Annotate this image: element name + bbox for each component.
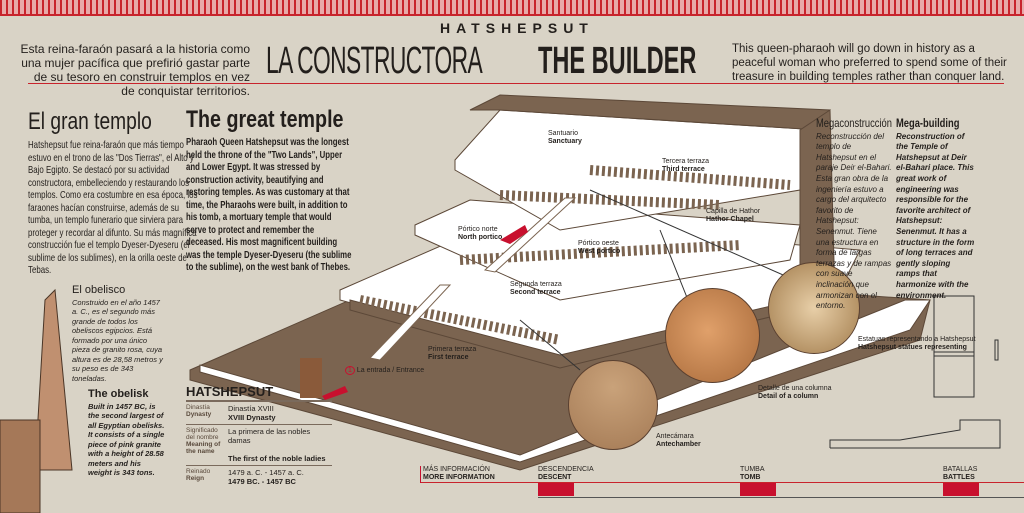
label-es: Primera terraza [428,346,477,353]
title-en: THE BUILDER [538,40,697,82]
label-es: Antecámara [656,433,694,440]
intro-en: This queen-pharaoh will go down in histo… [732,43,1007,83]
label-en: First terrace [428,354,469,361]
obelisk-es: El obelisco Construido en el año 1457 a.… [72,284,164,383]
title-es: LA CONSTRUCTORA [266,40,483,82]
footer-subline [538,497,1024,498]
label-en: North portico [458,234,503,241]
obelisk-body-es: Construido en el año 1457 a. C., es el s… [72,297,163,383]
label-en: MORE INFORMATION [423,474,495,481]
footer-marker [420,466,421,483]
label-en: DESCENT [538,474,572,481]
label-en: Detail of a column [758,393,819,400]
label-en: BATTLES [943,474,975,481]
label-es: Detalle de una columna [758,385,832,392]
label-en: Second terrace [510,289,561,296]
label-es: Pórtico norte [458,226,498,233]
factbox-title: HATSHEPSUT [186,384,332,402]
label-en: Hathor Chapel [706,216,754,223]
label-en: Hatshepsut statues representing [858,344,967,351]
key-en: Meaning of the name [186,441,221,455]
obelisk-body-en: Built in 1457 BC, is the second largest … [88,401,165,478]
value-es: Dinastía XVIII [228,404,274,413]
photo-statues-circle [768,262,860,354]
tomb-button[interactable] [740,483,776,496]
temple-title-en: The great temple [186,106,344,133]
obelisk-title-es: El obelisco [72,284,126,296]
decorative-border [0,0,1024,16]
value-en: The first of the noble ladies [228,454,326,463]
label-es: Estatuas representando a Hatshepsut [858,336,976,343]
mega-en: Mega-building Reconstruction of the Temp… [896,116,976,301]
label-es: Capilla de Hathor [706,208,761,215]
value-en: 1479 BC. - 1457 BC [228,477,296,486]
key-en: Dynasty [186,411,212,418]
mega-body-en: Reconstruction of the Temple of Hatsheps… [896,131,975,300]
label-es: MÁS INFORMACIÓN [423,466,490,473]
descent-button[interactable] [538,483,574,496]
label-en: Third terrace [662,166,705,173]
key-en: Reign [186,475,205,482]
header-divider [28,83,1004,84]
key-es: Significado del nombre [186,427,219,441]
key-es: Dinastía [186,404,210,411]
value-es: 1479 a. C. - 1457 a. C. [228,468,304,477]
footer-line [420,482,1024,483]
label-en: West portico [578,248,621,255]
value-en: XVIII Dynasty [228,413,276,422]
label-en: TOMB [740,474,761,481]
entrance-number-badge: 1 [345,366,355,375]
label-entrance-text: La entrada / Entrance [356,367,425,374]
kicker: HATSHEPSUT [440,20,594,36]
intro-es: Esta reina-faraón pasará a la historia c… [20,42,250,98]
obelisk-title-en: The obelisk [88,388,149,400]
temple-body-es: Hatshepsut fue reina-faraón que más tiem… [28,139,198,276]
temple-title-es: El gran templo [28,108,152,135]
temple-body-en: Pharaoh Queen Hatshepsut was the longest… [186,137,352,273]
obelisk-en: The obelisk Built in 1457 BC, is the sec… [88,388,166,478]
label-es: Segunda terraza [510,281,562,288]
photo-column-circle [665,288,760,383]
mega-body-es: Reconstrucción del templo de Hatshepsut … [816,131,892,311]
value-es: La primera de las nobles damas [228,427,311,445]
label-es: Pórtico oeste [578,240,619,247]
label-en: Sanctuary [548,138,582,145]
label-es: Tercera terraza [662,158,710,165]
photo-temple-circle [568,360,658,450]
label-es: Santuario [548,130,578,137]
label-en: Antechamber [656,441,701,448]
label-es: TUMBA [740,466,765,473]
battles-button[interactable] [943,483,979,496]
mega-title-es: Megaconstrucción [816,116,892,130]
label-es: DESCENDENCIA [538,466,594,473]
mega-title-en: Mega-building [896,116,960,130]
label-es: BATALLAS [943,466,978,473]
label-entrance: 1 La entrada / Entrance [345,366,425,375]
mega-es: Megaconstrucción Reconstrucción del temp… [816,116,892,312]
key-es: Reinado [186,468,211,475]
